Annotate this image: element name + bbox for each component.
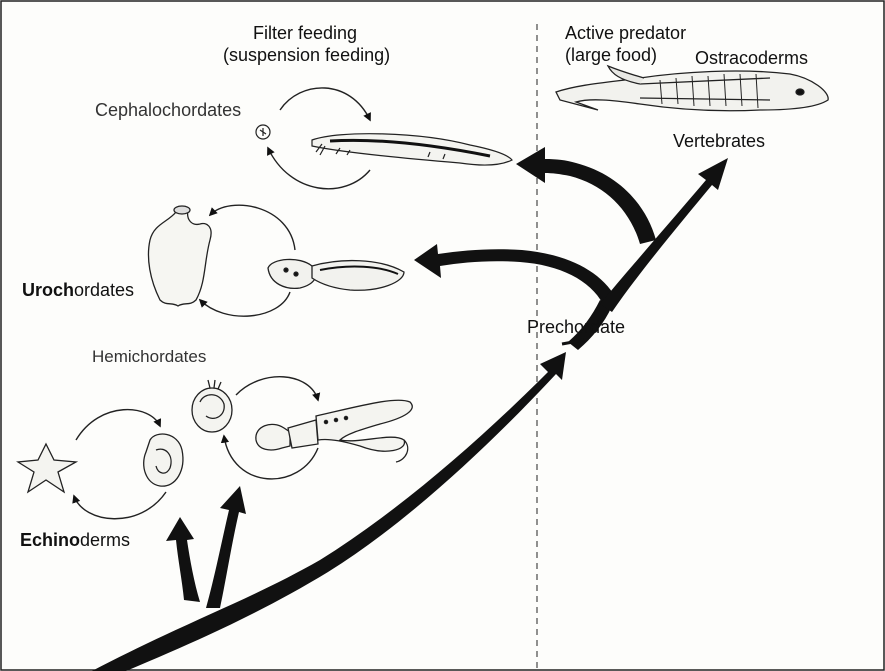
echinoderms-label-rest: derms — [80, 530, 131, 550]
trunk-to-prechordate-arrow — [92, 352, 566, 671]
prechordate-label: Prechordate — [527, 317, 626, 337]
prechordate-stem — [568, 300, 612, 350]
filter-feeding-subtitle: (suspension feeding) — [223, 45, 391, 65]
ceph-cycle-arc-bottom — [267, 146, 371, 190]
cephalochordate-arrow — [516, 147, 656, 244]
hemichordate-cycle — [220, 376, 321, 480]
echinoderms-label-bold: Echino — [20, 530, 81, 550]
hemi-cycle-arc-top — [235, 376, 321, 402]
amphioxus-larva-icon — [255, 124, 271, 140]
ostracoderm-fish-icon — [555, 64, 829, 112]
active-predator-subtitle: (large food) — [565, 45, 658, 65]
acorn-worm-icon — [255, 399, 413, 463]
hemichordate-branch-arrow — [206, 486, 246, 608]
uro-cycle-arc-bottom — [198, 291, 291, 317]
ostracoderms-label: Ostracoderms — [695, 48, 809, 68]
hemichordates-label: Hemichordates — [92, 347, 207, 366]
active-predator-title: Active predator — [565, 23, 687, 43]
echinoderm-branch-arrow — [166, 517, 200, 602]
bipinnaria-larva-icon — [143, 433, 184, 487]
tunicate-adult-icon — [147, 205, 212, 307]
filter-feeding-title: Filter feeding — [253, 23, 358, 43]
cephalochordates-label: Cephalochordates — [95, 100, 242, 120]
echino-cycle-arc-top — [75, 408, 162, 441]
ceph-cycle-arc-top — [279, 87, 371, 122]
urochordate-cycle — [198, 204, 296, 317]
hemi-cycle-arc-bottom — [220, 434, 319, 480]
urochordates-label: Urochordates — [22, 280, 135, 301]
urochordate-arrow — [414, 244, 616, 304]
uro-cycle-arc-top — [208, 204, 296, 251]
starfish-icon — [16, 442, 79, 494]
echino-cycle-arc-bottom — [72, 491, 167, 520]
tornaria-larva-icon — [191, 379, 233, 433]
phylogeny-arrows — [92, 147, 728, 671]
amphioxus-icon — [311, 133, 513, 166]
vertebrate-arrow — [600, 158, 728, 312]
tadpole-larva-icon — [267, 258, 405, 291]
vertebrates-label: Vertebrates — [673, 131, 766, 151]
echinoderms-label: Echinoderms — [20, 530, 131, 551]
echinoderm-cycle — [72, 408, 167, 520]
urochordates-label-rest: ordates — [74, 280, 135, 300]
cephalochordate-cycle — [267, 87, 371, 190]
prechordate-mark — [561, 338, 585, 346]
urochordates-label-bold: Uroch — [22, 280, 75, 300]
